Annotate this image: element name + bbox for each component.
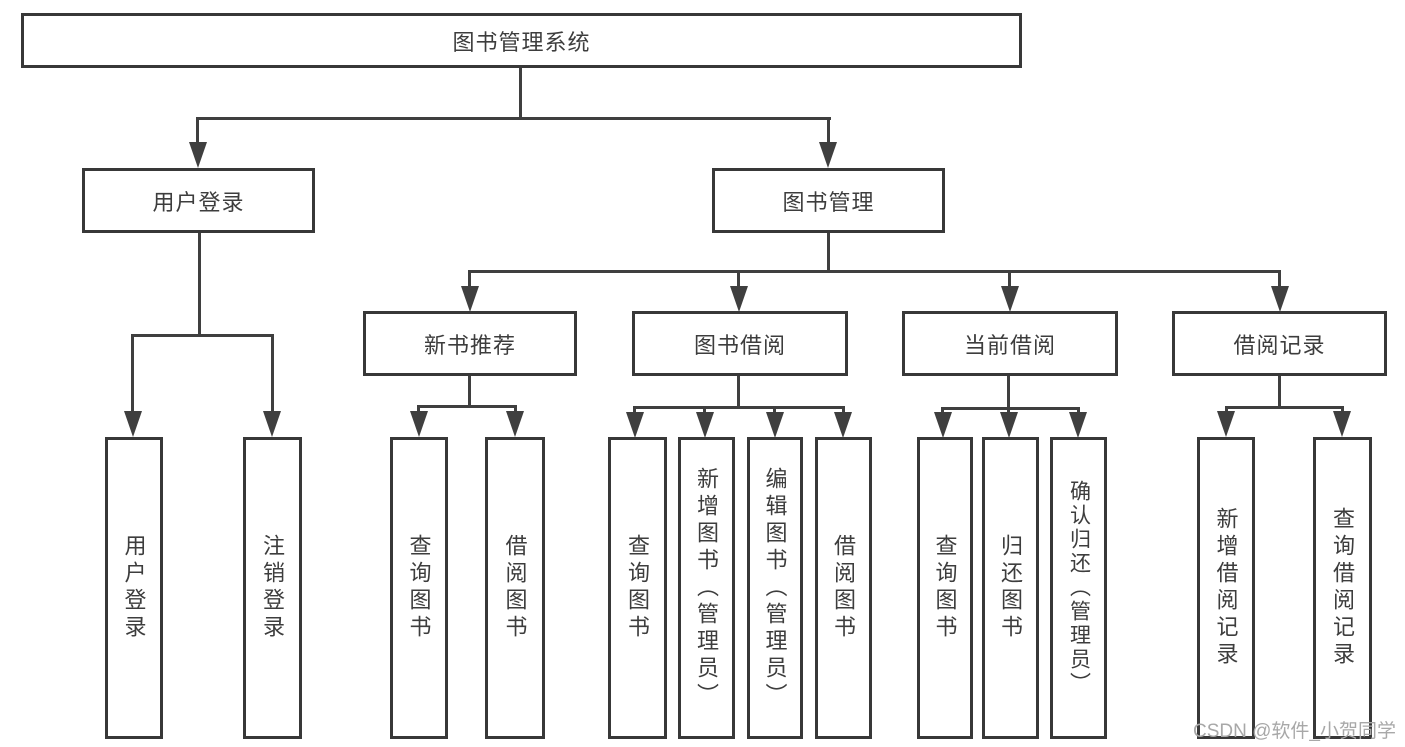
leaf-logout-label: 注销登录: [260, 534, 286, 642]
arrowhead-icon: [1069, 412, 1087, 438]
leaf-add-books-admin-label: 新增图书（管理员）: [694, 466, 720, 710]
leaf-query-borrow-record: 查询借阅记录: [1313, 437, 1372, 739]
connector-root-vline: [519, 68, 522, 119]
connector-stem: [271, 334, 274, 414]
node-root-label: 图书管理系统: [452, 29, 591, 55]
connector-hline: [941, 407, 1080, 410]
arrowhead-icon: [461, 286, 479, 312]
leaf-query-books-3-label: 查询图书: [932, 534, 958, 642]
leaf-query-borrow-record-label: 查询借阅记录: [1330, 507, 1356, 669]
leaf-query-books-1: 查询图书: [390, 437, 448, 739]
connector-stem: [737, 270, 740, 292]
leaf-logout: 注销登录: [243, 437, 302, 739]
connector-stem: [131, 334, 134, 414]
leaf-borrow-books-1-label: 借阅图书: [502, 534, 528, 642]
connector-hline: [633, 406, 845, 409]
leaf-return-books-label: 归还图书: [998, 534, 1024, 642]
arrowhead-icon: [730, 286, 748, 312]
leaf-user-login: 用户登录: [105, 437, 163, 739]
csdn-watermark: CSDN @软件_小贺同学: [1193, 721, 1396, 742]
leaf-add-books-admin: 新增图书（管理员）: [678, 437, 735, 739]
leaf-query-books-2-label: 查询图书: [625, 534, 651, 642]
node-borrow-records-label: 借阅记录: [1233, 332, 1326, 358]
connector-vline: [1007, 376, 1010, 410]
node-book-borrow-label: 图书借阅: [693, 332, 786, 358]
connector-hline: [469, 270, 1281, 273]
node-current-borrow-label: 当前借阅: [963, 332, 1056, 358]
connector-stem: [941, 407, 944, 416]
leaf-borrow-books-2: 借阅图书: [815, 437, 872, 739]
leaf-return-books: 归还图书: [982, 437, 1039, 739]
leaf-add-borrow-record-label: 新增借阅记录: [1213, 507, 1239, 669]
node-book-borrow: 图书借阅: [632, 311, 848, 376]
arrowhead-icon: [506, 411, 524, 437]
connector-vline: [737, 376, 740, 409]
node-user-login-label: 用户登录: [152, 189, 245, 215]
arrowhead-icon: [263, 411, 281, 437]
arrowhead-icon: [1333, 411, 1351, 437]
leaf-borrow-books-1: 借阅图书: [485, 437, 545, 739]
leaf-edit-books-admin-label: 编辑图书（管理员）: [762, 466, 788, 710]
connector-stem: [703, 406, 706, 416]
connector-stem: [1007, 407, 1010, 416]
node-new-book-recommend-label: 新书推荐: [423, 332, 516, 358]
connector-root-hline: [197, 117, 831, 120]
connector-hline: [417, 405, 517, 408]
node-user-login: 用户登录: [82, 168, 315, 233]
node-borrow-records: 借阅记录: [1172, 311, 1387, 376]
arrowhead-icon: [819, 142, 837, 168]
leaf-add-borrow-record: 新增借阅记录: [1197, 437, 1255, 739]
connector-stem: [1278, 270, 1281, 292]
connector-stem: [773, 406, 776, 416]
connector-vline: [468, 376, 471, 408]
node-new-book-recommend: 新书推荐: [363, 311, 577, 376]
leaf-query-books-3: 查询图书: [917, 437, 973, 739]
connector-hline: [132, 334, 274, 337]
node-book-management: 图书管理: [712, 168, 945, 233]
connector-vline: [1278, 376, 1281, 409]
arrowhead-icon: [124, 411, 142, 437]
leaf-query-books-1-label: 查询图书: [406, 534, 432, 642]
leaf-query-books-2: 查询图书: [608, 437, 667, 739]
connector-stem: [827, 117, 830, 145]
arrowhead-icon: [766, 412, 784, 438]
arrowhead-icon: [834, 412, 852, 438]
arrowhead-icon: [934, 412, 952, 438]
connector-stem: [633, 406, 636, 416]
arrowhead-icon: [696, 412, 714, 438]
node-book-management-label: 图书管理: [782, 189, 875, 215]
connector-vline: [198, 233, 201, 337]
arrowhead-icon: [1271, 286, 1289, 312]
leaf-confirm-return-admin-label: 确认归还（管理员）: [1067, 480, 1091, 696]
node-root-system: 图书管理系统: [21, 13, 1022, 68]
connector-hline: [1225, 406, 1344, 409]
leaf-user-login-label: 用户登录: [121, 534, 147, 642]
leaf-edit-books-admin: 编辑图书（管理员）: [747, 437, 803, 739]
leaf-borrow-books-2-label: 借阅图书: [831, 534, 857, 642]
connector-stem: [1008, 270, 1011, 292]
arrowhead-icon: [1000, 412, 1018, 438]
connector-stem: [1077, 407, 1080, 416]
connector-vline: [827, 233, 830, 273]
connector-stem: [196, 117, 199, 145]
arrowhead-icon: [1217, 411, 1235, 437]
arrowhead-icon: [626, 412, 644, 438]
leaf-confirm-return-admin: 确认归还（管理员）: [1050, 437, 1107, 739]
connector-stem: [842, 406, 845, 416]
arrowhead-icon: [189, 142, 207, 168]
arrowhead-icon: [1001, 286, 1019, 312]
connector-stem: [468, 270, 471, 292]
node-current-borrow: 当前借阅: [902, 311, 1118, 376]
arrowhead-icon: [410, 411, 428, 437]
